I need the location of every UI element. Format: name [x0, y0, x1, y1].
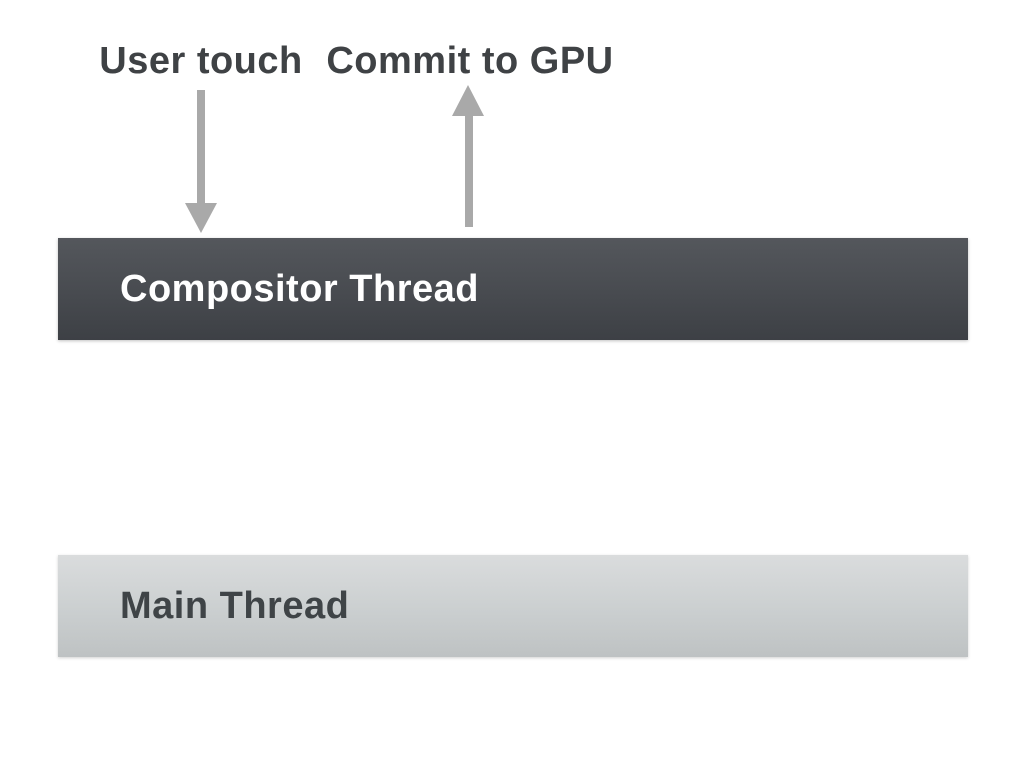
commit-to-gpu-label: Commit to GPU [326, 40, 614, 82]
main-thread-bar: Main Thread [58, 555, 968, 657]
down-arrow-head [185, 203, 217, 233]
down-arrow-shaft [197, 90, 205, 204]
up-arrow-shaft [464, 115, 473, 227]
compositor-thread-label: Compositor Thread [120, 267, 479, 310]
down-arrow-icon [185, 90, 217, 233]
user-touch-label: User touch [99, 40, 303, 82]
main-thread-label: Main Thread [120, 584, 350, 627]
up-arrow-head [452, 85, 484, 116]
compositor-thread-bar: Compositor Thread [58, 238, 968, 340]
up-arrow-icon [452, 85, 485, 227]
